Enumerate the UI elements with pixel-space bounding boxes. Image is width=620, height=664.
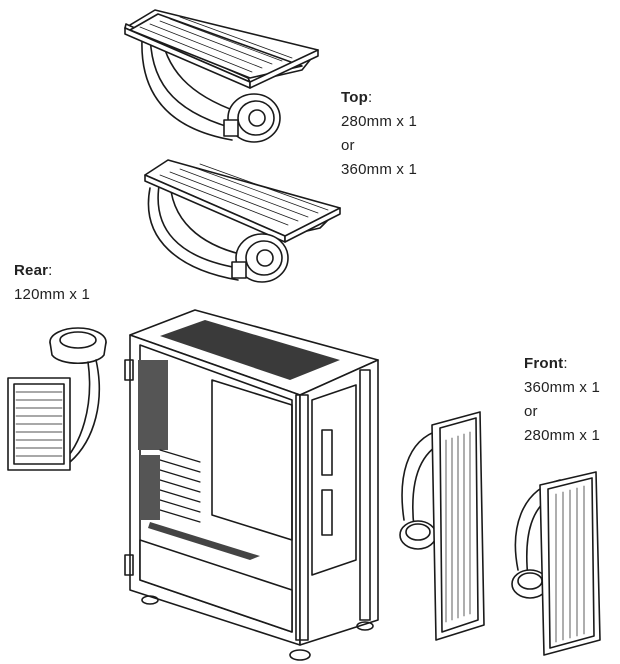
top-line-1: 280mm x 1 [341, 113, 417, 130]
rear-title: Rear [14, 262, 49, 279]
top-360mm-aio-illustration [144, 159, 341, 283]
pc-case-illustration [124, 309, 379, 661]
top-label-block: Top: 280mm x 1 or 360mm x 1 [341, 86, 417, 182]
front-line-2: or [524, 403, 538, 420]
top-line-2: or [341, 137, 355, 154]
rear-120mm-aio-illustration [7, 327, 107, 471]
rear-line-1: 120mm x 1 [14, 286, 90, 303]
front-title: Front [524, 355, 564, 372]
top-line-3: 360mm x 1 [341, 161, 417, 178]
front-line-3: 280mm x 1 [524, 427, 600, 444]
front-360mm-aio-illustration [399, 411, 485, 641]
front-280mm-aio-illustration [511, 471, 601, 656]
top-280mm-aio-illustration [124, 9, 319, 143]
front-label-block: Front: 360mm x 1 or 280mm x 1 [524, 352, 600, 448]
rear-label-block: Rear: 120mm x 1 [14, 259, 90, 307]
front-line-1: 360mm x 1 [524, 379, 600, 396]
top-title: Top [341, 89, 368, 106]
